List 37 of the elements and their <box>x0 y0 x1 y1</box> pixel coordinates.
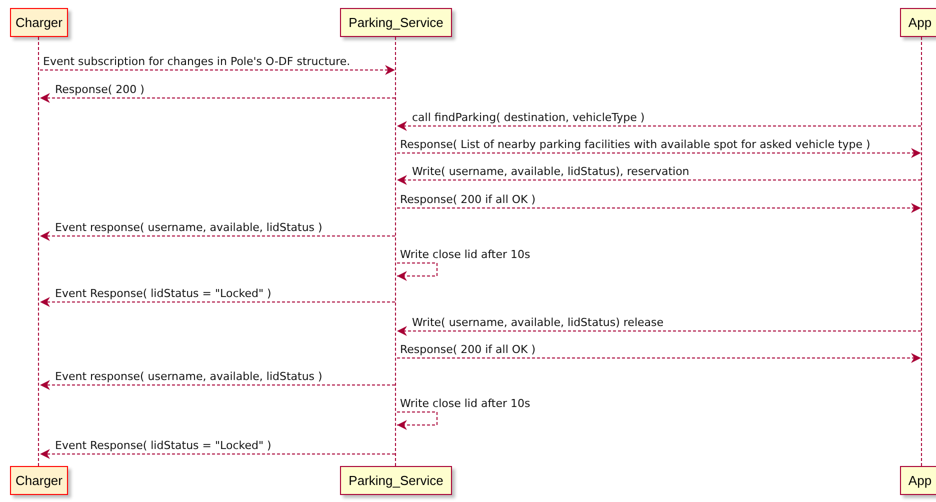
participant-box: App <box>900 466 936 495</box>
message-arrow <box>40 65 396 75</box>
message-arrow <box>396 121 922 131</box>
message-label: call findParking( destination, vehicleType ) <box>411 111 646 124</box>
participant-box: Parking_Service <box>340 466 452 495</box>
message-label: Response( List of nearby parking facilities with available spot for asked vehicle type ) <box>399 138 872 151</box>
lifeline <box>921 37 923 466</box>
lifeline <box>38 37 40 466</box>
participant-box: Charger <box>10 8 68 37</box>
message-label: Event response( username, available, lidStatus ) <box>54 221 324 234</box>
message-label: Write close lid after 10s <box>399 397 532 410</box>
message-arrow <box>396 326 922 336</box>
message-arrow <box>396 353 922 363</box>
message-label: Write( username, available, lidStatus), reservation <box>411 165 690 178</box>
message-label: Event Response( lidStatus = "Locked" ) <box>54 287 272 300</box>
self-message-arrow <box>396 262 438 281</box>
message-arrow <box>40 449 396 459</box>
message-arrow <box>40 231 396 241</box>
participant-box: Charger <box>10 466 68 495</box>
message-arrow <box>396 203 922 213</box>
message-label: Event response( username, available, lidStatus ) <box>54 370 324 383</box>
message-label: Response( 200 if all OK ) <box>399 343 537 356</box>
self-message-arrow <box>396 412 438 430</box>
participant-box: Parking_Service <box>340 8 452 37</box>
message-label: Event subscription for changes in Pole's O-DF structure. <box>42 55 352 68</box>
participant-box: App <box>900 8 936 37</box>
message-label: Response( 200 if all OK ) <box>399 193 537 206</box>
message-arrow <box>396 148 922 158</box>
message-arrow <box>40 93 396 103</box>
message-label: Write( username, available, lidStatus) release <box>411 316 665 329</box>
message-arrow <box>40 380 396 390</box>
message-label: Response( 200 ) <box>54 83 146 96</box>
message-arrow <box>40 297 396 307</box>
lifeline <box>395 37 397 466</box>
message-label: Event Response( lidStatus = "Locked" ) <box>54 439 272 452</box>
message-arrow <box>396 175 922 185</box>
message-label: Write close lid after 10s <box>399 248 532 261</box>
